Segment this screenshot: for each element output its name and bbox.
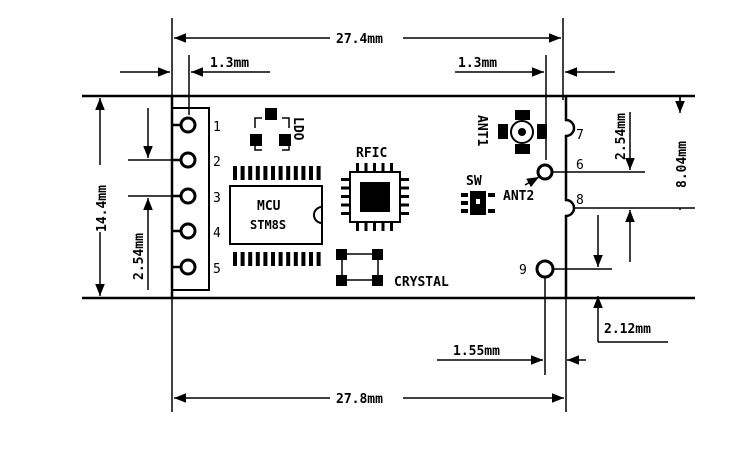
mcu-pin bbox=[263, 252, 268, 266]
pin-2-pad bbox=[179, 151, 197, 169]
ldo-component bbox=[250, 108, 291, 151]
rfic-pin bbox=[381, 223, 385, 231]
sw-component bbox=[461, 191, 495, 215]
rfic-pin bbox=[373, 223, 376, 231]
pin-5-pad bbox=[179, 258, 197, 276]
dim-pin9-offset: 1.55mm bbox=[453, 344, 500, 359]
ant2-pad bbox=[536, 163, 554, 181]
rfic-component bbox=[341, 163, 409, 231]
dim-total-width-bottom: 27.8mm bbox=[336, 392, 383, 407]
rfic-pin bbox=[401, 178, 409, 181]
mcu-pin bbox=[316, 252, 321, 266]
pin-label-3: 3 bbox=[213, 191, 221, 206]
mcu-pin bbox=[255, 252, 260, 266]
mcu-pin bbox=[255, 166, 260, 180]
ant2-label: ANT2 bbox=[503, 189, 534, 204]
pin-label-5: 5 bbox=[213, 262, 221, 277]
mcu-pin bbox=[271, 166, 275, 180]
mcu-pin bbox=[248, 166, 253, 180]
mcu-part-label: STM8S bbox=[250, 218, 286, 232]
pin-header bbox=[171, 107, 210, 291]
dim-pitch-right-top: 1.3mm bbox=[458, 56, 497, 71]
rfic-pin bbox=[381, 163, 385, 171]
mcu-pin bbox=[286, 166, 291, 180]
mcu-pin bbox=[248, 252, 253, 266]
pin-label-2: 2 bbox=[213, 155, 221, 170]
dim-height: 14.4mm bbox=[95, 185, 110, 232]
pin-4-pad bbox=[179, 222, 197, 240]
rfic-pin bbox=[364, 223, 368, 231]
rfic-pin bbox=[390, 163, 393, 171]
pin-9-pad bbox=[535, 259, 555, 279]
rfic-pin bbox=[341, 195, 349, 198]
rfic-pin bbox=[401, 195, 409, 198]
pin-label-7: 7 bbox=[576, 128, 584, 143]
mcu-component bbox=[229, 166, 323, 266]
mcu-pin bbox=[301, 252, 306, 266]
dim-right-height: 8.04mm bbox=[675, 141, 690, 188]
mcu-pin bbox=[240, 166, 245, 180]
rfic-pin bbox=[401, 212, 409, 215]
pin-label-4: 4 bbox=[213, 226, 221, 241]
rfic-label: RFIC bbox=[356, 146, 387, 161]
rfic-pin bbox=[356, 163, 359, 171]
mcu-label: MCU bbox=[257, 199, 281, 214]
rfic-pin bbox=[364, 163, 368, 171]
mcu-pin bbox=[316, 166, 321, 180]
crystal-component bbox=[336, 249, 383, 286]
rfic-pin bbox=[341, 212, 349, 215]
mcu-pin bbox=[240, 252, 245, 266]
ant1-component bbox=[498, 110, 547, 154]
mcu-pin bbox=[233, 252, 237, 266]
mcu-pin bbox=[309, 252, 313, 266]
dim-pitch-left-top: 1.3mm bbox=[210, 56, 249, 71]
mcu-pin bbox=[278, 252, 283, 266]
mcu-pin bbox=[293, 252, 298, 266]
pin-3-pad bbox=[179, 187, 197, 205]
sw-label: SW bbox=[466, 174, 482, 189]
pin-label-6: 6 bbox=[576, 158, 584, 173]
pin-label-8: 8 bbox=[576, 193, 584, 208]
rfic-pin bbox=[401, 186, 409, 190]
crystal-label: CRYSTAL bbox=[394, 275, 449, 290]
mcu-pin bbox=[301, 166, 306, 180]
mcu-pin bbox=[309, 166, 313, 180]
mcu-pin bbox=[271, 252, 275, 266]
dim-pin-pitch-left: 2.54mm bbox=[132, 233, 147, 280]
pin-1-pad bbox=[179, 116, 197, 134]
rfic-pin bbox=[341, 178, 349, 181]
mcu-pin bbox=[263, 166, 268, 180]
dim-pin9-bottom: 2.12mm bbox=[604, 322, 651, 337]
mcu-pin bbox=[233, 166, 237, 180]
rfic-pin bbox=[356, 223, 359, 231]
ant1-label: ANT1 bbox=[474, 115, 489, 146]
dim-total-width-top: 27.4mm bbox=[336, 32, 383, 47]
mcu-pin bbox=[293, 166, 298, 180]
rfic-pin bbox=[390, 223, 393, 231]
rfic-pin bbox=[341, 186, 349, 190]
rfic-pin bbox=[401, 203, 409, 207]
rfic-pin bbox=[373, 163, 376, 171]
mcu-pin bbox=[286, 252, 291, 266]
pin-label-9: 9 bbox=[519, 263, 527, 278]
rfic-pin bbox=[341, 203, 349, 207]
ldo-label: LDO bbox=[290, 117, 305, 141]
pin-label-1: 1 bbox=[213, 120, 221, 135]
mcu-pin bbox=[278, 166, 283, 180]
dim-pin-pitch-right: 2.54mm bbox=[614, 113, 629, 160]
